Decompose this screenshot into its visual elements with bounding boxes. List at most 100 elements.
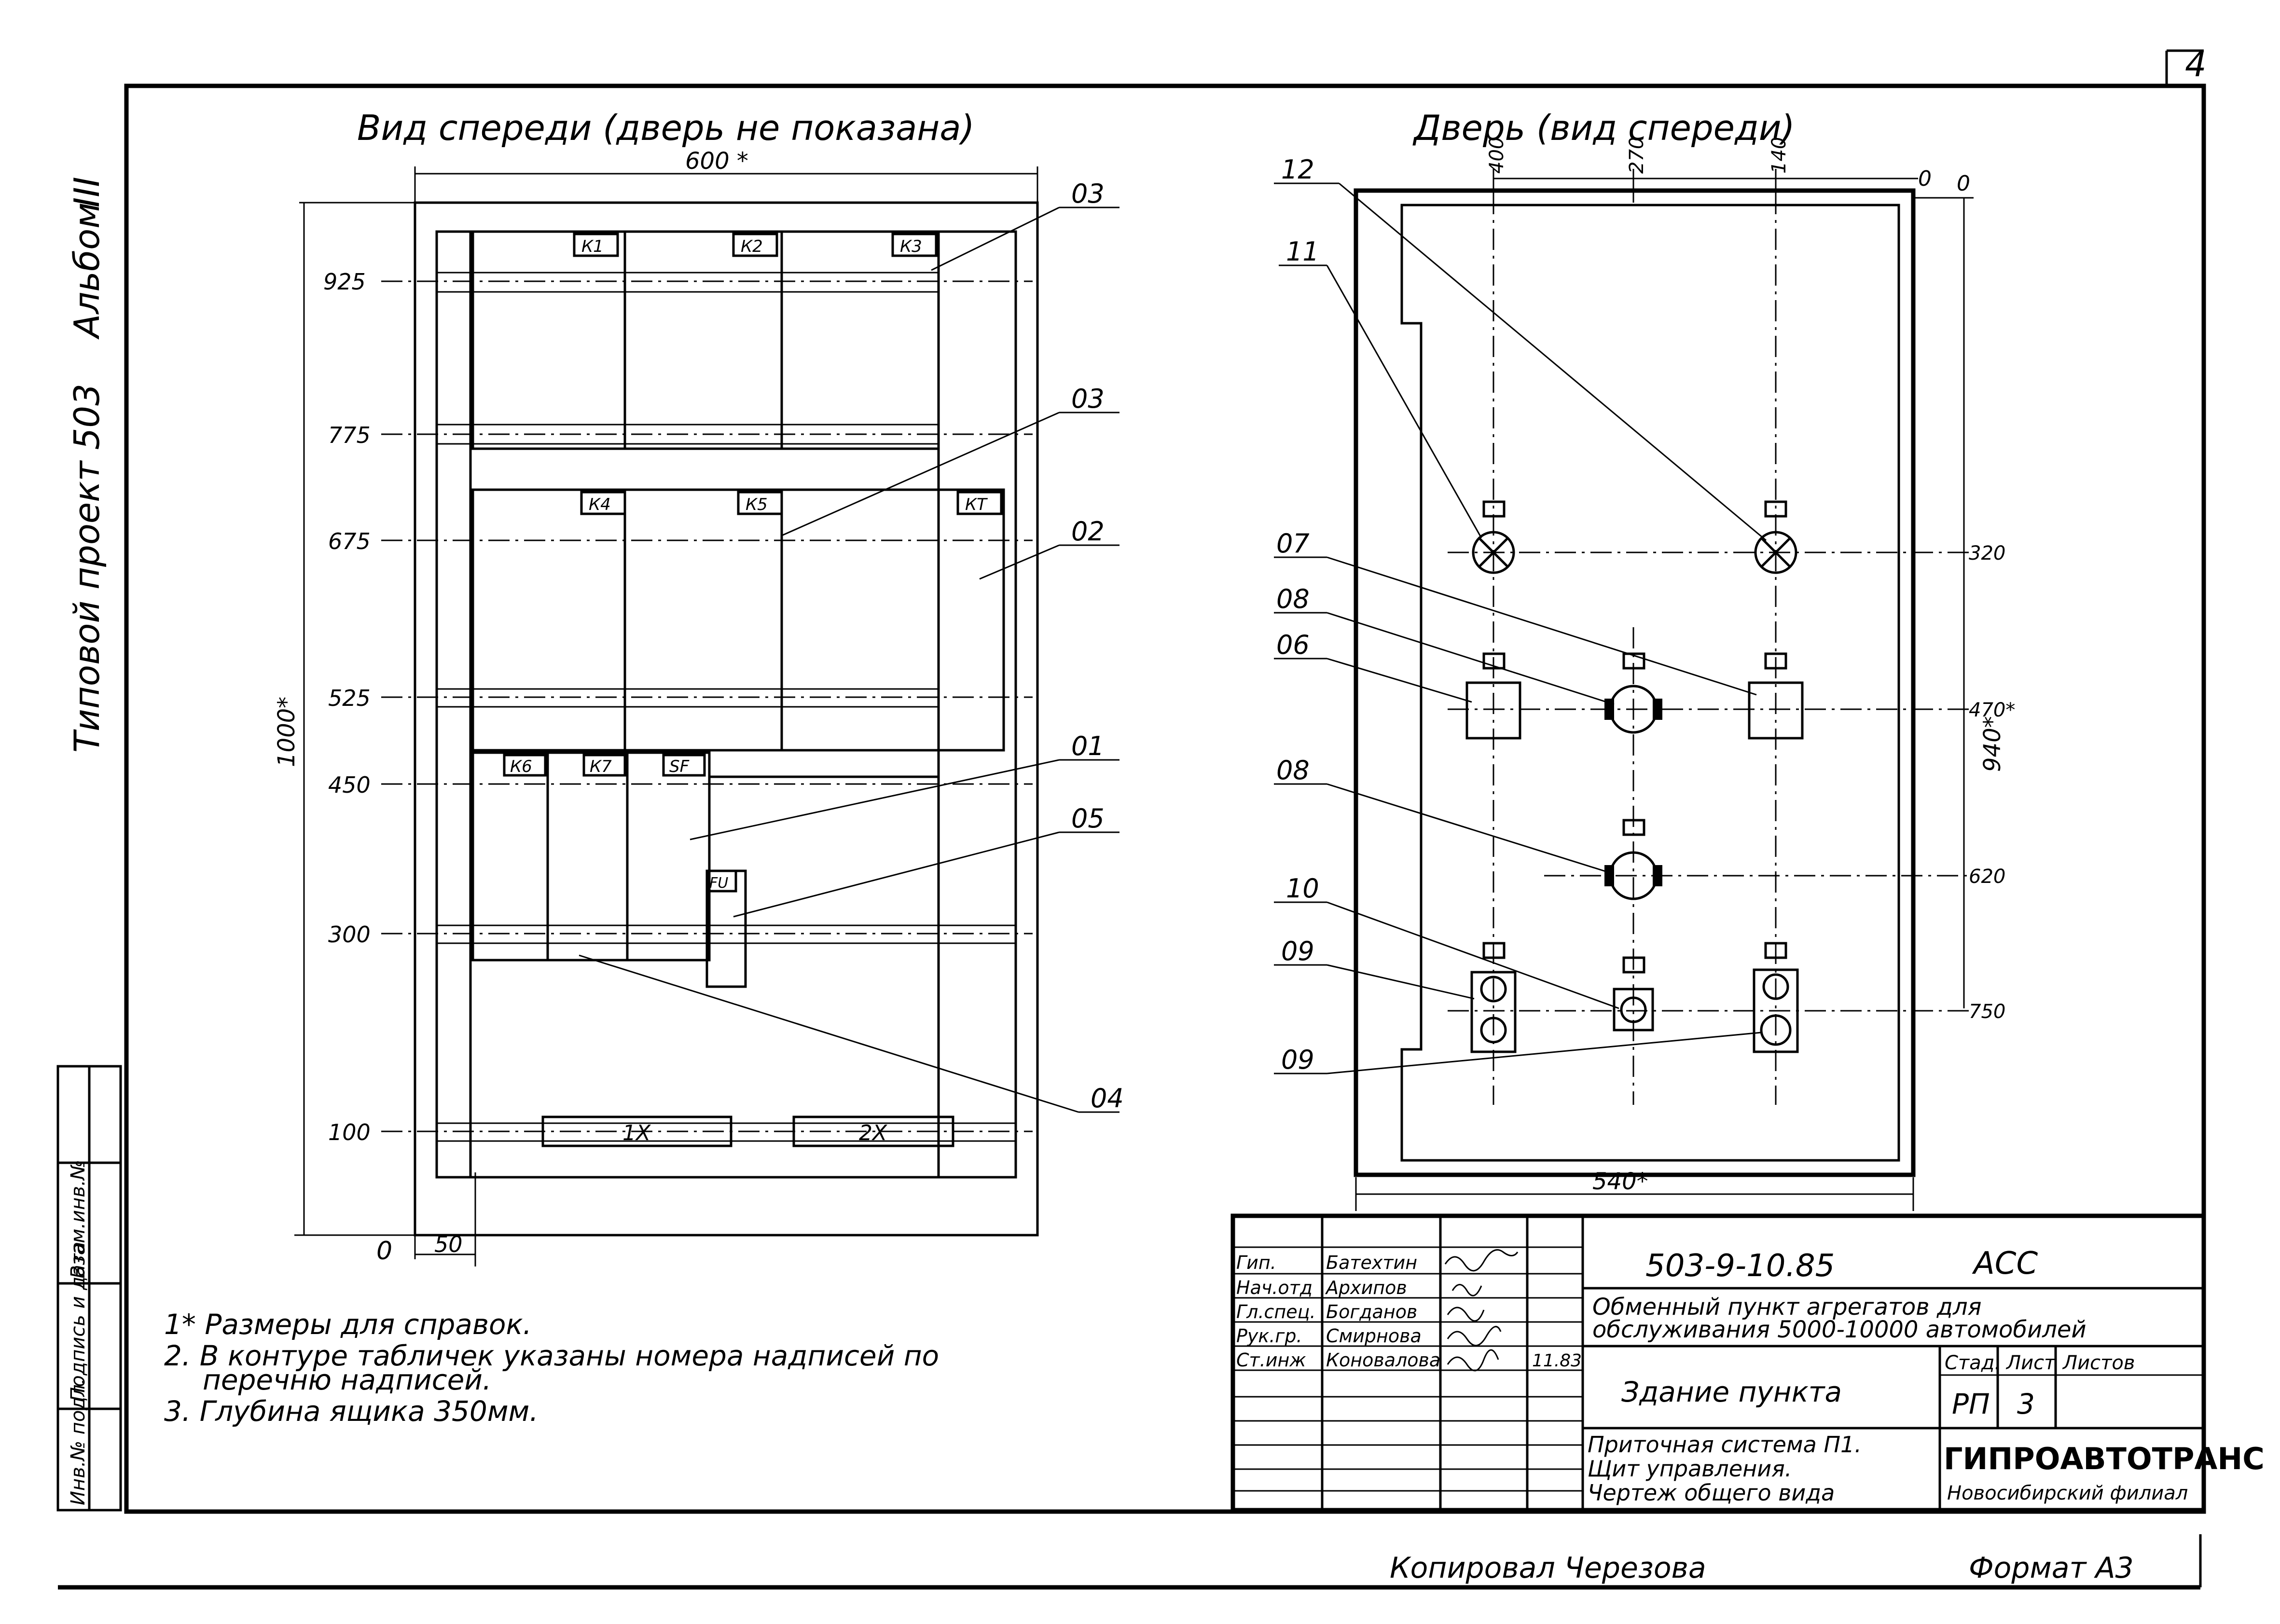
door-leaders	[1274, 182, 1767, 1074]
door-callout-09b: 09	[1281, 1045, 1314, 1075]
sheet-title-3: Чертеж общего вида	[1588, 1480, 1835, 1506]
strip-replace: Взам.инв.№	[67, 1160, 89, 1279]
door-callout-11: 11	[1286, 236, 1319, 267]
name-1: Батехтин	[1326, 1252, 1417, 1273]
door-dim-0-top: 0	[1918, 166, 1932, 191]
door-level-320: 320	[1969, 542, 2005, 564]
stage-value: РП	[1952, 1388, 1990, 1420]
door-dim-0-right: 0	[1957, 171, 1970, 196]
plate-k2: К2	[741, 237, 763, 256]
door-body	[1354, 188, 1916, 1177]
building: Здание пункта	[1621, 1376, 1842, 1408]
terminal-2x: 2Х	[859, 1121, 887, 1145]
role-gip: Гип.	[1236, 1252, 1276, 1273]
plate-sf: SF	[669, 757, 690, 776]
level-300: 300	[328, 922, 371, 948]
front-callout-02: 02	[1071, 516, 1105, 547]
front-callout-03a: 03	[1071, 179, 1105, 209]
door-level-470: 470*	[1969, 699, 2015, 721]
level-labels: 925 775 675 525 450 300 100	[323, 269, 371, 1145]
plate-k4: К4	[589, 495, 611, 514]
cabinet-body	[414, 201, 1039, 1237]
front-height-dim: 1000*	[273, 697, 300, 767]
plate-k5: К5	[746, 495, 768, 514]
sheet-title-2: Щит управления.	[1588, 1456, 1792, 1482]
plate-k3: К3	[900, 237, 922, 256]
sheet-header: Лист	[2005, 1352, 2056, 1374]
stage-header: Стад.	[1945, 1352, 2001, 1374]
date: 11.83	[1532, 1351, 1582, 1371]
sheets-header: Листов	[2062, 1352, 2135, 1374]
front-origin: 0	[376, 1237, 392, 1266]
signal-lamps	[1472, 500, 1797, 574]
strip-inventory: Инв.№ подл.	[67, 1378, 89, 1505]
role-lead: Рук.гр.	[1236, 1325, 1302, 1347]
plate-k1: К1	[581, 237, 604, 256]
sheet-frame	[58, 49, 2206, 1590]
plate-kt: КТ	[965, 495, 988, 514]
relay-row-lower	[471, 751, 939, 988]
door-callout-08b: 08	[1276, 755, 1310, 785]
contactor-row-top	[471, 230, 940, 450]
role-chief: Гл.спец.	[1236, 1301, 1316, 1322]
side-project: Типовой проект 503	[67, 384, 107, 753]
name-5: Коновалова	[1326, 1349, 1440, 1371]
door-callout-12: 12	[1281, 154, 1314, 185]
note-2: 2. В контуре табличек указаны номера над…	[164, 1339, 939, 1372]
terminal-1x: 1Х	[622, 1121, 651, 1145]
contactor-row-middle	[471, 488, 1005, 752]
door-callout-10: 10	[1286, 873, 1319, 904]
door-height-dim: 940*	[1979, 716, 2006, 772]
front-width-dim: 600 *	[685, 148, 748, 175]
signatures	[1444, 1249, 1519, 1372]
role-head: Нач.отд	[1236, 1277, 1313, 1298]
side-album: Альбом	[67, 203, 107, 340]
object-title-1: Обменный пункт агрегатов для	[1592, 1294, 1982, 1321]
name-4: Смирнова	[1326, 1325, 1422, 1347]
door-dim-400: 400	[1486, 137, 1508, 174]
title-block	[1230, 1213, 2206, 1513]
door-dim-140: 140	[1768, 137, 1790, 174]
level-775: 775	[328, 422, 371, 448]
level-925: 925	[323, 269, 366, 295]
front-callout-04: 04	[1091, 1083, 1124, 1114]
door-callout-09a: 09	[1281, 936, 1314, 966]
door-level-620: 620	[1969, 866, 2005, 888]
door-dimensions	[1355, 169, 1974, 1211]
front-callout-05: 05	[1071, 803, 1105, 834]
name-3: Богданов	[1326, 1301, 1417, 1322]
level-525: 525	[328, 685, 371, 711]
sheet-format: Формат А3	[1969, 1551, 2134, 1585]
door-callout-06: 06	[1276, 630, 1310, 660]
document-mark: АСС	[1972, 1246, 2038, 1281]
door-dim-270: 270	[1626, 137, 1648, 174]
door-axes	[1448, 193, 1971, 1105]
level-100: 100	[328, 1119, 371, 1145]
front-view-title: Вид спереди (дверь не показана)	[357, 108, 975, 148]
plate-k6: К6	[510, 757, 532, 776]
organization: ГИПРОАВТОТРАНС	[1944, 1441, 2265, 1476]
door-view-title: Дверь (вид спереди)	[1412, 108, 1795, 148]
sheet-title-1: Приточная система П1.	[1588, 1431, 1862, 1458]
level-675: 675	[328, 528, 371, 554]
front-leaders	[579, 206, 1119, 1113]
note-2-cont: перечню надписей.	[203, 1363, 491, 1396]
copied-by: Копировал Черезова	[1390, 1551, 1706, 1585]
plate-fu: FU	[709, 875, 728, 892]
front-callout-03b: 03	[1071, 384, 1105, 414]
plate-k7: К7	[590, 757, 612, 776]
front-view-dimensions	[294, 166, 1038, 1266]
strip-signature: Подпись и дата	[67, 1242, 89, 1402]
level-lines	[381, 272, 1033, 1142]
document-code: 503-9-10.85	[1645, 1248, 1835, 1284]
control-row-620	[1604, 819, 1662, 900]
branch: Новосибирский филиал	[1947, 1482, 2188, 1504]
sheet-value: 3	[2017, 1388, 2035, 1420]
note-1: 1* Размеры для справок.	[164, 1308, 532, 1341]
door-callout-08a: 08	[1276, 584, 1310, 614]
door-width-dim: 540*	[1592, 1168, 1648, 1195]
name-2: Архипов	[1325, 1277, 1407, 1298]
terminal-blocks	[541, 1115, 954, 1147]
note-3: 3. Глубина ящика 350мм.	[164, 1395, 539, 1428]
